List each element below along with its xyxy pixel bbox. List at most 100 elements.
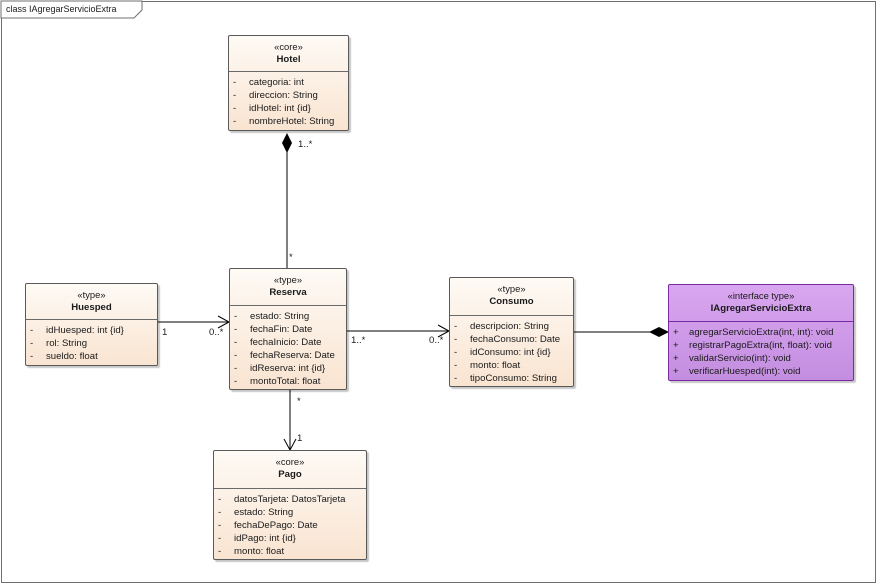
interface-stereotype: «interface type» [727, 290, 795, 301]
attribute-text: idConsumo: int {id} [470, 347, 551, 359]
hotel-stereotype: «core» [274, 41, 303, 52]
visibility-marker: - [30, 351, 34, 363]
hotel-name: Hotel [276, 54, 301, 65]
attribute-text: categoria: int [249, 77, 304, 88]
multiplicity-pago-top: 1 [297, 433, 303, 444]
interface-iagregar-servicio-extra[interactable]: «interface type» IAgregarServicioExtra +… [668, 284, 854, 381]
attribute-text: idReserva: int {id} [250, 363, 326, 375]
attribute-text: fechaInicio: Date [250, 337, 322, 349]
attribute-text: fechaConsumo: Date [470, 334, 561, 346]
interface-name: IAgregarServicioExtra [710, 303, 812, 314]
pago-name: Pago [278, 469, 302, 480]
interface-operations: +agregarServicioExtra(int, int): void +r… [669, 321, 853, 378]
visibility-marker: + [673, 353, 679, 365]
attribute-text: monto: float [234, 546, 285, 558]
attribute-row: -fechaReserva: Date [230, 349, 346, 362]
visibility-marker: - [30, 338, 34, 350]
operation-text: verificarHuesped(int): void [689, 366, 801, 378]
visibility-marker: - [454, 321, 458, 332]
visibility-marker: - [218, 507, 222, 519]
visibility-marker: - [30, 325, 34, 336]
visibility-marker: - [233, 103, 237, 115]
operation-row: +verificarHuesped(int): void [669, 365, 853, 378]
attribute-text: descripcion: String [470, 321, 549, 332]
visibility-marker: - [234, 324, 238, 336]
visibility-marker: + [673, 327, 679, 338]
attribute-text: rol: String [46, 338, 88, 350]
reserva-name: Reserva [269, 287, 307, 298]
attribute-text: fechaReserva: Date [250, 350, 335, 362]
multiplicity-reserva-top: * [289, 252, 293, 263]
multiplicity-reserva-bottom: * [297, 396, 301, 407]
frame-tab [0, 0, 143, 19]
visibility-marker: - [233, 116, 237, 128]
operation-row: +registrarPagoExtra(int, float): void [669, 339, 853, 352]
visibility-marker: + [673, 340, 679, 352]
visibility-marker: - [234, 363, 238, 375]
consumo-stereotype: «type» [497, 283, 526, 294]
consumo-name: Consumo [489, 296, 534, 307]
hotel-attributes: -categoria: int -direccion: String -idHo… [229, 71, 348, 128]
consumo-attributes: -descripcion: String -fechaConsumo: Date… [450, 315, 573, 385]
attribute-text: idHuesped: int {id} [46, 325, 124, 336]
class-reserva[interactable]: «type» Reserva - estado: String -fechaFin… [229, 268, 347, 390]
attribute-text: fechaDePago: Date [234, 520, 318, 532]
attribute-row: -fechaInicio: Date [230, 336, 346, 349]
attribute-row: - descripcion: String [450, 320, 573, 333]
visibility-marker: - [233, 90, 237, 102]
pago-attributes: -datosTarjeta: DatosTarjeta -estado: Str… [214, 488, 366, 558]
attribute-row: -monto: float [214, 545, 366, 558]
class-pago[interactable]: «core» Pago -datosTarjeta: DatosTarjeta … [213, 450, 367, 560]
multiplicity-hotel-end: 1..* [298, 139, 313, 150]
huesped-stereotype: «type» [77, 289, 106, 300]
attribute-text: nombreHotel: String [249, 116, 335, 128]
attribute-row: -montoTotal: float [230, 375, 346, 388]
attribute-row: - datosTarjeta: DatosTarjeta [214, 493, 366, 506]
class-consumo[interactable]: «type» Consumo -descripcion: String -fec… [449, 277, 574, 387]
attribute-row: -rol: String [26, 337, 157, 350]
attribute-text: estado: String [250, 311, 310, 322]
visibility-marker: - [454, 360, 458, 372]
attribute-text: direccion: String [249, 90, 318, 102]
visibility-marker: - [218, 494, 222, 505]
visibility-marker: - [218, 546, 222, 558]
attribute-row: - idHuesped: int {id} [26, 324, 157, 337]
visibility-marker: - [454, 373, 458, 385]
attribute-text: tipoConsumo: String [470, 373, 557, 385]
operation-text: validarServicio(int): void [689, 353, 791, 365]
attribute-row: -idHotel: int {id} [229, 102, 348, 115]
huesped-name: Huesped [71, 302, 112, 313]
visibility-marker: - [218, 533, 222, 545]
visibility-marker: - [233, 77, 237, 88]
multiplicity-reserva-left: 0..* [209, 327, 224, 338]
visibility-marker: - [234, 337, 238, 349]
multiplicity-consumo-left: 0..* [429, 335, 444, 346]
attribute-row: -direccion: String [229, 89, 348, 102]
reserva-stereotype: «type» [273, 274, 303, 285]
attribute-text: estado: String [234, 507, 294, 519]
visibility-marker: - [218, 520, 222, 532]
attribute-row: -idReserva: int {id} [230, 362, 346, 375]
attribute-text: datosTarjeta: DatosTarjeta [234, 494, 346, 505]
class-huesped[interactable]: «type» Huesped -idHuesped: int {id} -rol… [25, 283, 158, 366]
class-hotel[interactable]: «core» Hotel -categoria: int -direccion:… [228, 35, 349, 131]
attribute-row: -idPago: int {id} [214, 532, 366, 545]
huesped-attributes: -idHuesped: int {id} -rol: String -sueld… [26, 319, 157, 363]
multiplicity-huesped-end: 1 [162, 327, 168, 338]
attribute-row: -fechaFin: Date [230, 323, 346, 336]
visibility-marker: - [234, 311, 238, 322]
attribute-text: idPago: int {id} [234, 533, 296, 545]
frame-title: class IAgregarServicioExtra [6, 4, 117, 14]
attribute-row: -tipoConsumo: String [450, 372, 573, 385]
operation-row: + validarServicio(int): void [669, 352, 853, 365]
attribute-row: -idConsumo: int {id} [450, 346, 573, 359]
operation-row: +agregarServicioExtra(int, int): void [669, 326, 853, 339]
visibility-marker: - [454, 334, 458, 346]
attribute-row: -nombreHotel: String [229, 115, 348, 128]
attribute-row: -fechaDePago: Date [214, 519, 366, 532]
pago-stereotype: «core» [275, 456, 305, 467]
attribute-text: idHotel: int {id} [249, 103, 311, 115]
attribute-row: -estado: String [214, 506, 366, 519]
attribute-row: - categoria: int [229, 76, 348, 89]
attribute-row: -sueldo: float [26, 350, 157, 363]
